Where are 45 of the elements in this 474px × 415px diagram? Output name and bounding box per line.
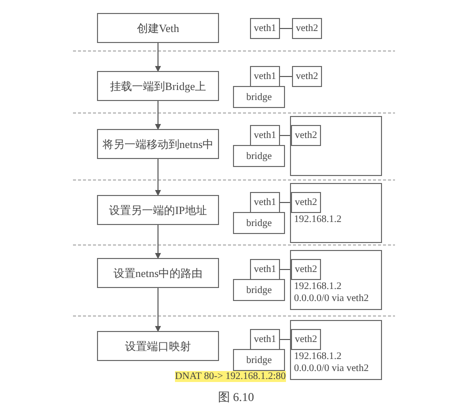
connector-line xyxy=(280,269,292,270)
ip-address-text: 192.168.1.2 xyxy=(294,281,342,293)
arrow xyxy=(155,288,161,332)
interface-box: veth2 xyxy=(291,192,321,213)
interface-box: veth2 xyxy=(292,18,322,39)
interface-box: veth2 xyxy=(291,125,321,146)
interface-box: veth2 xyxy=(291,329,321,350)
figure-caption: 图 6.10 xyxy=(218,389,254,406)
connector-line xyxy=(280,28,292,29)
interface-box: veth1 xyxy=(250,259,280,280)
interface-box: veth2 xyxy=(291,259,321,280)
connector-line xyxy=(280,339,292,340)
bridge-box: bridge xyxy=(233,349,285,371)
arrow xyxy=(155,224,161,259)
namespace-box xyxy=(290,116,382,176)
interface-box: veth1 xyxy=(250,125,280,146)
route-text: 0.0.0.0/0 via veth2 xyxy=(294,293,369,305)
interface-box: veth1 xyxy=(250,192,280,213)
namespace-box xyxy=(290,183,382,243)
interface-box: veth2 xyxy=(292,66,322,87)
namespace-box xyxy=(290,320,382,380)
connector-line xyxy=(280,135,292,136)
process-box: 挂载一端到Bridge上 xyxy=(97,71,219,101)
bridge-box: bridge xyxy=(233,212,285,234)
connector-line xyxy=(280,202,292,203)
process-box: 设置端口映射 xyxy=(97,331,219,361)
ip-address-text: 192.168.1.2 xyxy=(294,351,342,363)
nat-rule-text: DNAT 80-> 192.168.1.2:80 xyxy=(175,371,286,382)
ip-address-text: 192.168.1.2 xyxy=(294,214,342,226)
arrow xyxy=(155,100,161,130)
arrow xyxy=(155,42,161,72)
bridge-box: bridge xyxy=(233,145,285,167)
namespace-box xyxy=(290,250,382,310)
route-text: 0.0.0.0/0 via veth2 xyxy=(294,363,369,375)
process-box: 设置另一端的IP地址 xyxy=(97,195,219,225)
process-box: 创建Veth xyxy=(97,13,219,43)
process-box: 设置netns中的路由 xyxy=(97,258,219,288)
connector-line xyxy=(280,76,292,77)
bridge-box: bridge xyxy=(233,279,285,301)
interface-box: veth1 xyxy=(250,66,280,87)
interface-box: veth1 xyxy=(250,18,280,39)
interface-box: veth1 xyxy=(250,329,280,350)
process-box: 将另一端移动到netns中 xyxy=(97,129,219,159)
arrow xyxy=(155,158,161,196)
bridge-box: bridge xyxy=(233,86,285,108)
